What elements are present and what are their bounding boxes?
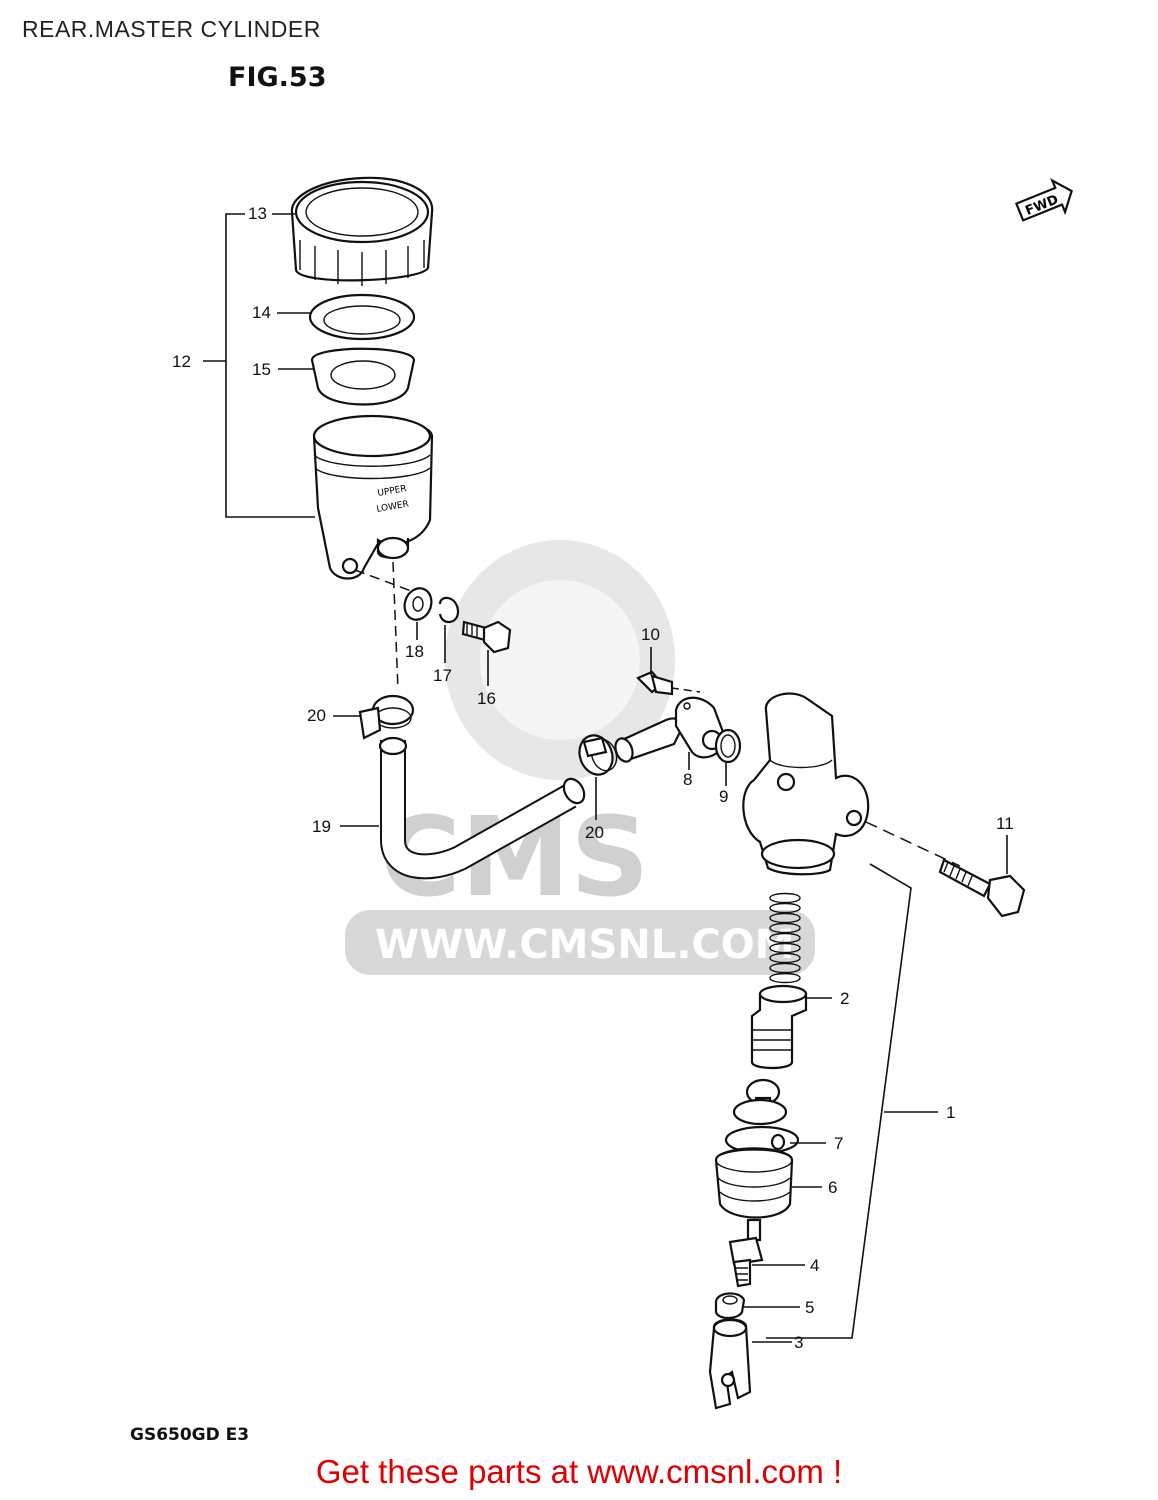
hose-fitting (614, 717, 683, 763)
callout-9: 9 (719, 787, 729, 806)
callout-17: 17 (433, 666, 452, 685)
figure-number: FIG.53 (228, 62, 327, 93)
callout-18: 18 (405, 642, 424, 661)
callout-20-upper: 20 (307, 706, 326, 725)
fitting-screw (636, 670, 674, 696)
model-code: GS650GD E3 (130, 1425, 250, 1445)
callout-10: 10 (641, 625, 660, 644)
callout-19: 19 (312, 817, 331, 836)
bracket-12 (225, 213, 315, 518)
lock-nut (714, 1292, 746, 1320)
callout-4: 4 (810, 1256, 820, 1275)
return-spring (769, 892, 801, 984)
piston (750, 984, 808, 1070)
callout-8: 8 (683, 770, 693, 789)
callout-11: 11 (996, 814, 1014, 833)
callout-12: 12 (172, 352, 191, 371)
callout-1: 1 (946, 1103, 956, 1122)
o-ring (714, 728, 742, 764)
watermark: CMS WWW.CMSNL.COM (345, 540, 815, 975)
push-rod (728, 1218, 764, 1288)
reservoir-bolt (461, 620, 512, 654)
washer (403, 587, 433, 621)
callout-20-lower: 20 (585, 823, 604, 842)
lock-washer (438, 596, 460, 624)
mounting-bolt (938, 858, 1026, 918)
master-cylinder-body (742, 692, 870, 876)
watermark-url: WWW.CMSNL.COM (375, 922, 795, 968)
diaphragm (310, 347, 416, 406)
callout-16: 16 (477, 689, 496, 708)
fwd-arrow-icon: FWD (1014, 178, 1073, 222)
callout-13: 13 (248, 204, 267, 223)
footer-cta-link[interactable]: Get these parts at www.cmsnl.com ! (315, 1453, 843, 1490)
clevis (708, 1318, 752, 1410)
page-title: REAR.MASTER CYLINDER (22, 16, 321, 42)
callout-7: 7 (834, 1134, 844, 1153)
bracket-1 (766, 863, 912, 1339)
callout-6: 6 (828, 1178, 838, 1197)
hose-clamp-upper (358, 694, 415, 740)
circlip (724, 1098, 800, 1155)
callout-3: 3 (794, 1333, 804, 1352)
callout-2: 2 (840, 989, 850, 1008)
reservoir-tank: UPPER LOWER (312, 414, 434, 580)
reservoir-cap (290, 176, 434, 286)
callout-15: 15 (252, 360, 271, 379)
callout-14: 14 (252, 303, 271, 322)
callout-5: 5 (805, 1298, 815, 1317)
cap-plate (308, 293, 416, 341)
dust-boot (714, 1147, 794, 1219)
hose-clamp-lower (578, 734, 618, 776)
reservoir-hose (378, 736, 586, 880)
